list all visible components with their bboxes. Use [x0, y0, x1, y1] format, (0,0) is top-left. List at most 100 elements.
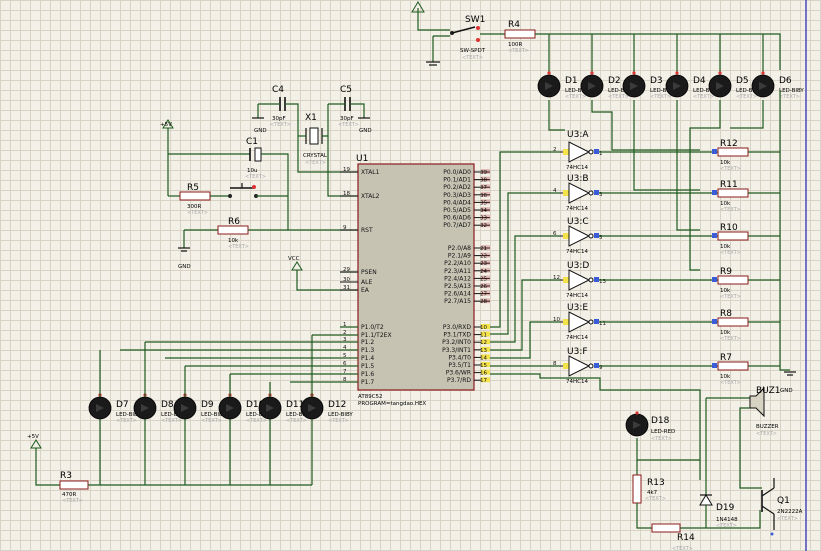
u1-ref: U1 [356, 154, 368, 164]
u3-ref: U3:A [567, 130, 589, 140]
u1-pin-name: P3.7/RD [447, 377, 471, 384]
svg-text:<TEXT>: <TEXT> [645, 496, 666, 502]
r13-resistor[interactable] [632, 474, 642, 504]
inverter-bubble [588, 233, 594, 239]
u1-pin-name: P3.1/TXD [443, 332, 471, 339]
led-symbol-icon [181, 404, 189, 412]
reset-button[interactable] [228, 183, 258, 198]
u1-pin-name: P1.5 [361, 363, 374, 370]
resistor-ref: R8 [720, 309, 732, 319]
r3-resistor[interactable] [59, 480, 89, 490]
inverter-in-pin: 12 [553, 275, 560, 281]
resistor-value: 10k [720, 374, 731, 380]
q1-type: 2N2222A [777, 509, 803, 515]
u1-pin-marker [481, 377, 490, 383]
sw1-group: SW1 SW-SPDT <TEXT> R4 100R <TEXT> [411, 1, 781, 72]
svg-text:<TEXT>: <TEXT> [756, 431, 777, 437]
x1-crystal[interactable] [309, 127, 319, 145]
sw1-ref: SW1 [465, 15, 485, 25]
inverter-part: 74HC14 [566, 249, 588, 255]
u1-pin-number: 10 [480, 325, 487, 331]
u1-pin-marker [481, 362, 490, 367]
c1-ref: C1 [246, 137, 258, 147]
r13-value: 4k7 [647, 490, 658, 496]
led-type: LED-BIBY [116, 412, 141, 418]
inverter-part: 74HC14 [566, 293, 588, 299]
pin-marker [675, 71, 679, 75]
inverter-symbol-icon [568, 141, 591, 163]
power-arrow-icon [411, 1, 425, 13]
led-type: LED-BIBY [565, 88, 590, 94]
r14-resistor[interactable] [651, 523, 681, 533]
r5-resistor[interactable] [179, 191, 211, 201]
sw1-switch[interactable] [450, 26, 480, 42]
u1-pin-number: 21 [480, 246, 487, 252]
r6-resistor[interactable] [217, 225, 249, 235]
u1-pin-name: P0.2/AD2 [443, 184, 471, 191]
u1-pin-name: P2.1/A9 [448, 253, 471, 260]
u1-pin-name: P2.3/A11 [444, 268, 471, 275]
u1-pin-number: 8 [343, 377, 347, 383]
u1-pin-number: 9 [343, 225, 347, 231]
pin-marker [712, 190, 717, 195]
gnd-label-right: GND [780, 388, 793, 394]
u1-pin-name: P1.3 [361, 347, 374, 354]
u1-pin-number: 17 [480, 378, 487, 384]
u1-pin-number: 18 [343, 191, 350, 197]
buzzer-group: R13 4k7 <TEXT> R14 <TEXT> D19 1N4148 <TE… [632, 386, 803, 551]
u1-pin-marker [481, 222, 490, 228]
u1-pin-name: P1.4 [361, 355, 374, 362]
pin-marker [594, 233, 599, 238]
pin-marker [594, 190, 599, 195]
pin-marker [590, 71, 594, 75]
u1-pin-marker [481, 176, 490, 182]
u1-pin-name: XTAL1 [361, 169, 380, 176]
led-type: LED-BIBY [779, 88, 804, 94]
d19-diode[interactable] [699, 494, 713, 506]
u1-pin-number: 25 [480, 276, 487, 282]
u1-pin-number: 39 [480, 170, 487, 176]
u1-pin-name: P0.6/AD6 [443, 215, 471, 222]
u1-pin-name: P3.5/T1 [448, 362, 471, 369]
led-ref: D12 [328, 400, 346, 410]
u1-pin-name: P1.6 [361, 371, 374, 378]
c5-ref: C5 [340, 85, 352, 95]
q1-transistor[interactable] [761, 478, 775, 536]
r4-resistor[interactable] [504, 29, 536, 39]
inverter-symbol-icon [568, 225, 591, 247]
sw1-text: <TEXT> [462, 55, 483, 61]
inverter-ref: U3:B [567, 174, 589, 184]
r3-group: +5V R3 470R <TEXT> [27, 434, 312, 504]
resistor-ref: R7 [720, 353, 732, 363]
u1-pin-number: 12 [480, 340, 487, 346]
r14-ref: R14 [677, 533, 695, 543]
u1-body [357, 163, 475, 391]
led-symbol-icon [226, 404, 234, 412]
inverter-out-pin: 9 [599, 365, 603, 371]
u1-pin-number: 24 [480, 269, 487, 275]
